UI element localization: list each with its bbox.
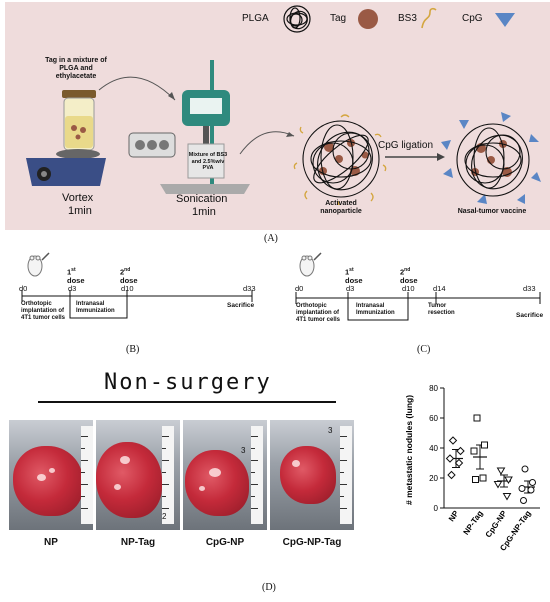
photo-np-tag: 2 [96,420,180,530]
y-tick-label: 80 [429,384,438,393]
data-point [447,470,456,480]
c-sacrifice-label: Sacrifice [516,312,544,319]
legend-bs3-label: BS3 [398,13,417,24]
non-surgery-title: Non-surgery [104,370,272,395]
cpg-ligation-label: CpG ligation [378,140,434,151]
photo-label-cpg-np-tag: CpG-NP-Tag [282,537,342,548]
panel-d-label: (D) [262,582,276,593]
vortex-time-label: 1min [68,205,92,217]
activated-nanoparticle-label: Activated nanoparticle [320,200,362,215]
mouse-injection-icon-c [299,252,322,277]
c-implant-label: Orthotopic implantation of 4T1 tumor cel… [296,303,341,323]
vortex-label: Vortex [62,192,94,204]
data-point [472,476,479,483]
data-point [493,481,503,489]
b-implant-label: Orthotopic implantation of 4T1 tumor cel… [21,301,66,321]
arrow-to-nanoparticle-icon [239,131,295,155]
title-underline [38,401,336,403]
tube-icon [62,90,96,151]
panel-a-background [5,2,550,230]
data-point [521,465,529,473]
ruler-mark-3: 3 [241,446,246,455]
mouse-injection-icon [27,252,50,277]
c-day-33: d33 [523,284,536,293]
timeline-c-axis [295,292,541,321]
ligation-arrow-icon [385,153,445,161]
photo-cpg-np-tag: 3 [270,420,354,530]
c-immunization-label: Intranasal Immunization [356,303,395,316]
data-point [456,446,465,456]
activated-nanoparticle-icon [293,114,387,205]
data-point [481,441,488,449]
data-point [520,497,527,504]
panel-c-label: (C) [417,344,431,355]
x-tick-label: CpG-NP [484,508,509,539]
data-point [502,493,512,501]
c-day-0: d0 [295,284,304,293]
c-day-14: d14 [433,284,446,293]
data-point [504,476,513,484]
y-tick-label: 0 [434,504,439,513]
c-day-3: d3 [346,284,355,293]
b-sacrifice-label: Sacrifice [227,302,255,309]
nasal-tumor-vaccine-icon [441,112,541,204]
chart-y-label: # metastatic nodules (lung) [404,395,414,505]
c-resection-label: Tumor resection [428,303,455,316]
vortex-machine-icon [26,149,106,186]
ruler-mark-3-b: 3 [328,426,333,435]
b-day-3: d3 [68,284,77,293]
c-day-10: d10 [402,284,415,293]
b-day-10: d10 [121,284,134,293]
data-point [479,474,487,482]
x-tick-label: NP [447,508,461,523]
mixture-label: Mixture of BS3 and 2.5%w/v PVA [188,152,228,171]
photo-np [9,420,93,530]
photo-cpg-np: 3 [183,420,267,530]
legend-cpg-label: CpG [462,13,483,24]
x-tick-label: NP-Tag [462,509,485,537]
data-point [527,486,535,494]
data-point [529,479,536,486]
ruler-mark-2: 2 [162,512,167,521]
y-tick-label: 40 [429,444,438,453]
tube-rack-icon [128,132,176,158]
data-point [470,447,478,455]
plga-icon [283,5,311,33]
b-day-33: d33 [243,284,256,293]
legend-tag-label: Tag [330,13,347,24]
vaccine-label: Nasal-tumor vaccine [457,208,527,215]
data-point [496,467,506,475]
sonication-label: Sonication [176,193,228,205]
data-point [454,458,464,468]
panel-a-label: (A) [264,233,278,244]
photo-label-cpg-np: CpG-NP [205,537,245,548]
legend-plga-label: PLGA [242,13,269,24]
y-tick-label: 20 [429,474,438,483]
chart-marks [445,414,536,504]
b-immunization-label: Intranasal Immunization [76,301,115,314]
sonicator-icon [160,60,250,194]
b-day-0: d0 [19,284,28,293]
arrow-to-sonication-icon [98,76,176,101]
data-point [473,414,481,422]
photo-label-np-tag: NP-Tag [120,537,156,548]
tube-description: Tag in a mixture of PLGA and ethylacetat… [45,57,107,80]
data-point [448,436,458,445]
sonication-time-label: 1min [192,206,216,218]
panel-b-label: (B) [126,344,140,355]
tag-icon [358,9,378,29]
data-point [518,485,526,492]
y-tick-label: 60 [429,414,438,423]
photo-label-np: NP [44,537,58,548]
bs3-icon [421,7,437,29]
data-point [445,454,455,463]
timeline-b-axis [21,290,253,319]
cpg-icon [495,13,515,27]
